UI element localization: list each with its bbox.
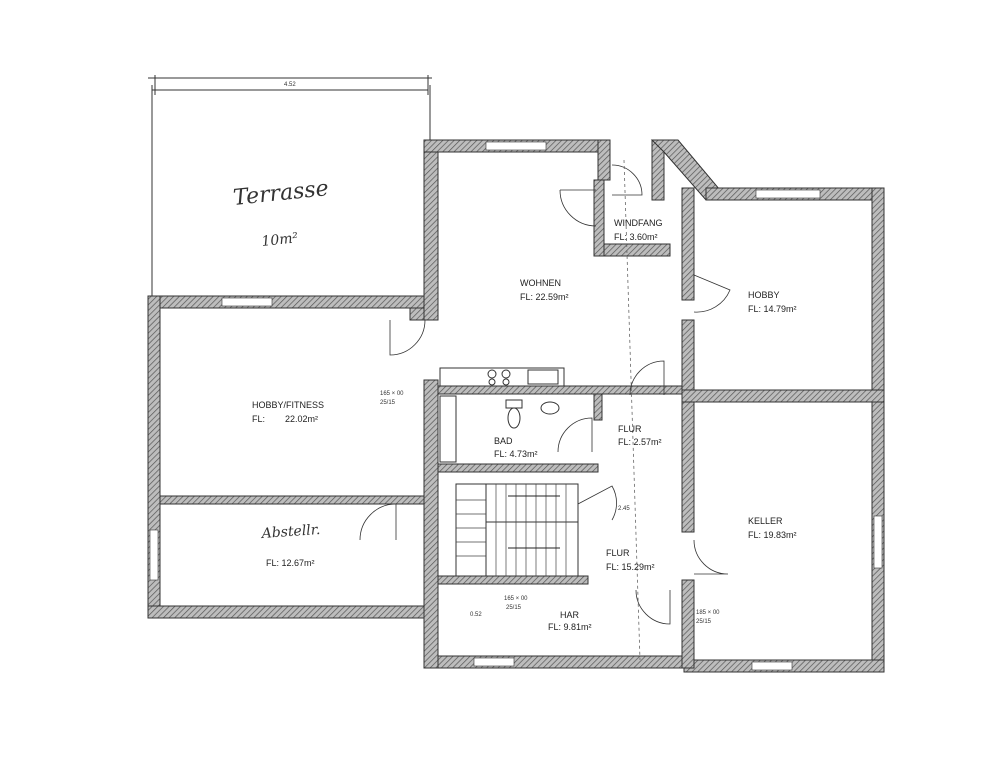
room-area-hobby: FL: 14.79m² bbox=[748, 304, 797, 314]
room-name-flur-2: FLUR bbox=[606, 548, 630, 558]
room-area-keller: FL: 19.83m² bbox=[748, 530, 797, 540]
doors bbox=[359, 164, 731, 625]
dim-keller-door: 185 × 00 bbox=[696, 610, 720, 616]
room-name-bad: BAD bbox=[494, 436, 513, 446]
dim-har-window: 165 × 00 bbox=[504, 596, 528, 602]
room-area-bad: FL: 4.73m² bbox=[494, 449, 538, 459]
staircase bbox=[455, 483, 579, 577]
axis-line bbox=[623, 159, 641, 661]
room-name-har: HAR bbox=[560, 610, 580, 620]
dim-fitness-door: 165 × 00 bbox=[380, 391, 404, 397]
room-area-wohnen: FL: 22.59m² bbox=[520, 292, 569, 302]
room-area-hobby-fitness: FL: 22.02m² bbox=[252, 414, 318, 424]
room-name-wohnen: WOHNEN bbox=[520, 278, 561, 288]
terrace-area-label: 10m² bbox=[261, 230, 300, 250]
room-name-windfang: WINDFANG bbox=[614, 218, 663, 228]
room-name-keller: KELLER bbox=[748, 516, 783, 526]
windows bbox=[149, 141, 883, 671]
room-name-hobby-fitness: HOBBY/FITNESS bbox=[252, 400, 324, 410]
room-name-hobby: HOBBY bbox=[748, 290, 780, 300]
terrace-width-dim: 4.52 bbox=[284, 82, 296, 88]
room-area-windfang: FL: 3.60m² bbox=[614, 232, 658, 242]
room-area-flur-1: FL: 2.57m² bbox=[618, 437, 662, 447]
dim-stair-small: 2.45 bbox=[618, 506, 630, 512]
dim-har-small: 0.52 bbox=[470, 612, 482, 618]
room-area-abstell: FL: 12.67m² bbox=[266, 558, 315, 568]
room-area-har: FL: 9.81m² bbox=[548, 622, 592, 632]
room-name-flur-1: FLUR bbox=[618, 424, 642, 434]
terrace-label: Terrasse bbox=[232, 176, 330, 211]
room-area-flur-2: FL: 15.29m² bbox=[606, 562, 655, 572]
dim-har-window-2: 25/15 bbox=[506, 605, 522, 611]
bathroom-fixtures bbox=[439, 395, 560, 463]
dim-keller-door-2: 25/15 bbox=[696, 619, 712, 625]
room-name-abstell: Abstellr. bbox=[259, 522, 321, 542]
dim-fitness-door-2: 25/15 bbox=[380, 400, 396, 406]
kitchen-counter bbox=[439, 367, 565, 387]
